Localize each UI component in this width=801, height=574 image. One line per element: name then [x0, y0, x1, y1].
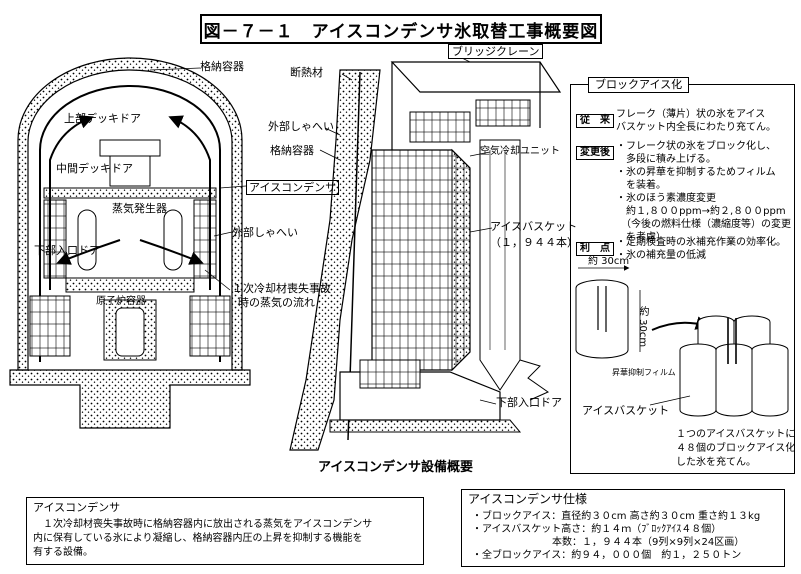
- conventional-tag: 従 来: [576, 114, 614, 128]
- block-height-dimension: 約 30cm: [637, 306, 648, 348]
- outer-shield-label-center: 外部しゃへい: [268, 120, 334, 133]
- spec-line: ・アイスバスケット高さ：約１４ｍ（ﾌﾞﾛｯｸｱｲｽ４８個）: [472, 524, 722, 535]
- containment-label: 格納容器: [200, 60, 244, 73]
- after-item: ・フレーク状の氷をブロック化し、: [616, 141, 776, 152]
- spec-line: ・ブロックアイス：直径約３０cm 高さ約３０cm 重さ約１３kg: [472, 511, 761, 522]
- basket-note-line-2: ４８個のブロックアイス化: [676, 443, 796, 454]
- block-ice-title: ブロックアイス化: [588, 77, 690, 93]
- basket-stack-illustration: [679, 315, 789, 417]
- ice-condenser-left: [43, 199, 67, 279]
- basket-note-line-3: した氷を充てん。: [676, 457, 756, 468]
- film-label: 昇華抑制フィルム: [612, 368, 676, 377]
- steel-containment: [39, 85, 221, 362]
- after-item: 約１,８００ppm→約２,８００ppm: [616, 206, 786, 217]
- spec-heading: アイスコンデンサ仕様: [468, 492, 588, 506]
- equipment-overview-caption: アイスコンデンサ設備概要: [318, 460, 473, 475]
- loca-steam-flow-line-1: １次冷却材喪失事故: [232, 282, 331, 295]
- merit-section: 利 点 ・定期検査時の氷補充作業の効率化。 ・氷の補充量の低減: [576, 236, 792, 261]
- description-line: 有する設備。: [33, 547, 93, 558]
- containment-label-center: 格納容器: [270, 144, 314, 157]
- conventional-section: 従 来 フレーク（薄片）状の氷をアイス バスケット内全長にわたり充てん。: [576, 108, 792, 133]
- base-mat: [9, 369, 251, 429]
- lower-entry-door-label-center: 下部入口ドア: [496, 396, 562, 409]
- outer-shield-label-left: 外部しゃへい: [232, 226, 298, 239]
- spec-line: ・全ブロックアイス：約９４，０００個 約１，２５０トン: [472, 550, 742, 561]
- block-width-dimension: 約 30cm: [588, 256, 630, 267]
- description-line: １次冷却材喪失事故時に格納容器内に放出される蒸気をアイスコンデンサ: [33, 519, 373, 530]
- after-item: を装着。: [616, 180, 666, 191]
- ice-condenser-spec-box: アイスコンデンサ仕様 ・ブロックアイス：直径約３０cm 高さ約３０cm 重さ約１…: [461, 489, 785, 567]
- merit-tag: 利 点: [576, 242, 614, 256]
- loca-steam-flow-line-2: 時の蒸気の流れ: [238, 296, 315, 309]
- reactor-vessel-label: 原子炉容器: [96, 296, 146, 307]
- after-item: を考慮）: [616, 232, 666, 243]
- after-change-section: 変更後 ・フレーク状の氷をブロック化し、 多段に積み上げる。 ・氷の昇華を抑制す…: [576, 140, 792, 243]
- ice-basket-count: （１，９４４本）: [490, 236, 578, 249]
- basket-note-line-1: １つのアイスバスケットに: [676, 429, 796, 440]
- after-item: 多段に積み上げる。: [616, 154, 716, 165]
- ice-condenser-right: [193, 199, 217, 279]
- ice-basket-label: アイスバスケット: [490, 220, 578, 233]
- basket-label: アイスバスケット: [582, 404, 670, 417]
- bridge-crane-label: ブリッジクレーン: [448, 44, 544, 59]
- description-line: 内に保有している氷により凝縮し、格納容器内圧の上昇を抑制する機能を: [33, 533, 363, 544]
- after-item: ・氷のほう素濃度変更: [616, 193, 716, 204]
- conventional-line-2: バスケット内全長にわたり充てん。: [616, 122, 776, 133]
- steam-generator-label: 蒸気発生器: [112, 202, 167, 215]
- upper-deck-door-label: 上部デッキドア: [64, 112, 141, 125]
- merit-item: ・氷の補充量の低減: [616, 250, 706, 261]
- after-item: （今後の燃料仕様（濃縮度等）の変更: [616, 219, 791, 230]
- ice-condenser-label: アイスコンデンサ: [246, 180, 340, 195]
- after-change-tag: 変更後: [576, 146, 614, 160]
- figure-title: 図－７－１ アイスコンデンサ氷取替工事概要図: [200, 14, 602, 44]
- middle-deck-door-label: 中間デッキドア: [56, 162, 133, 175]
- conventional-line-1: フレーク（薄片）状の氷をアイス: [616, 109, 766, 120]
- insulation-label: 断熱材: [290, 66, 323, 79]
- after-item: ・氷の昇華を抑制するためフィルム: [616, 167, 776, 178]
- description-heading: アイスコンデンサ: [33, 501, 121, 514]
- ice-condenser-description-box: アイスコンデンサ １次冷却材喪失事故時に格納容器内に放出される蒸気をアイスコンデ…: [26, 497, 424, 565]
- air-cooling-unit-label: 空気冷却ユニット: [480, 146, 560, 157]
- merit-item: ・定期検査時の氷補充作業の効率化。: [616, 237, 786, 248]
- lower-entry-door-label: 下部入口ドア: [34, 244, 100, 257]
- spec-line: 本数：１，９４４本（9列×9列×24区画）: [472, 537, 745, 548]
